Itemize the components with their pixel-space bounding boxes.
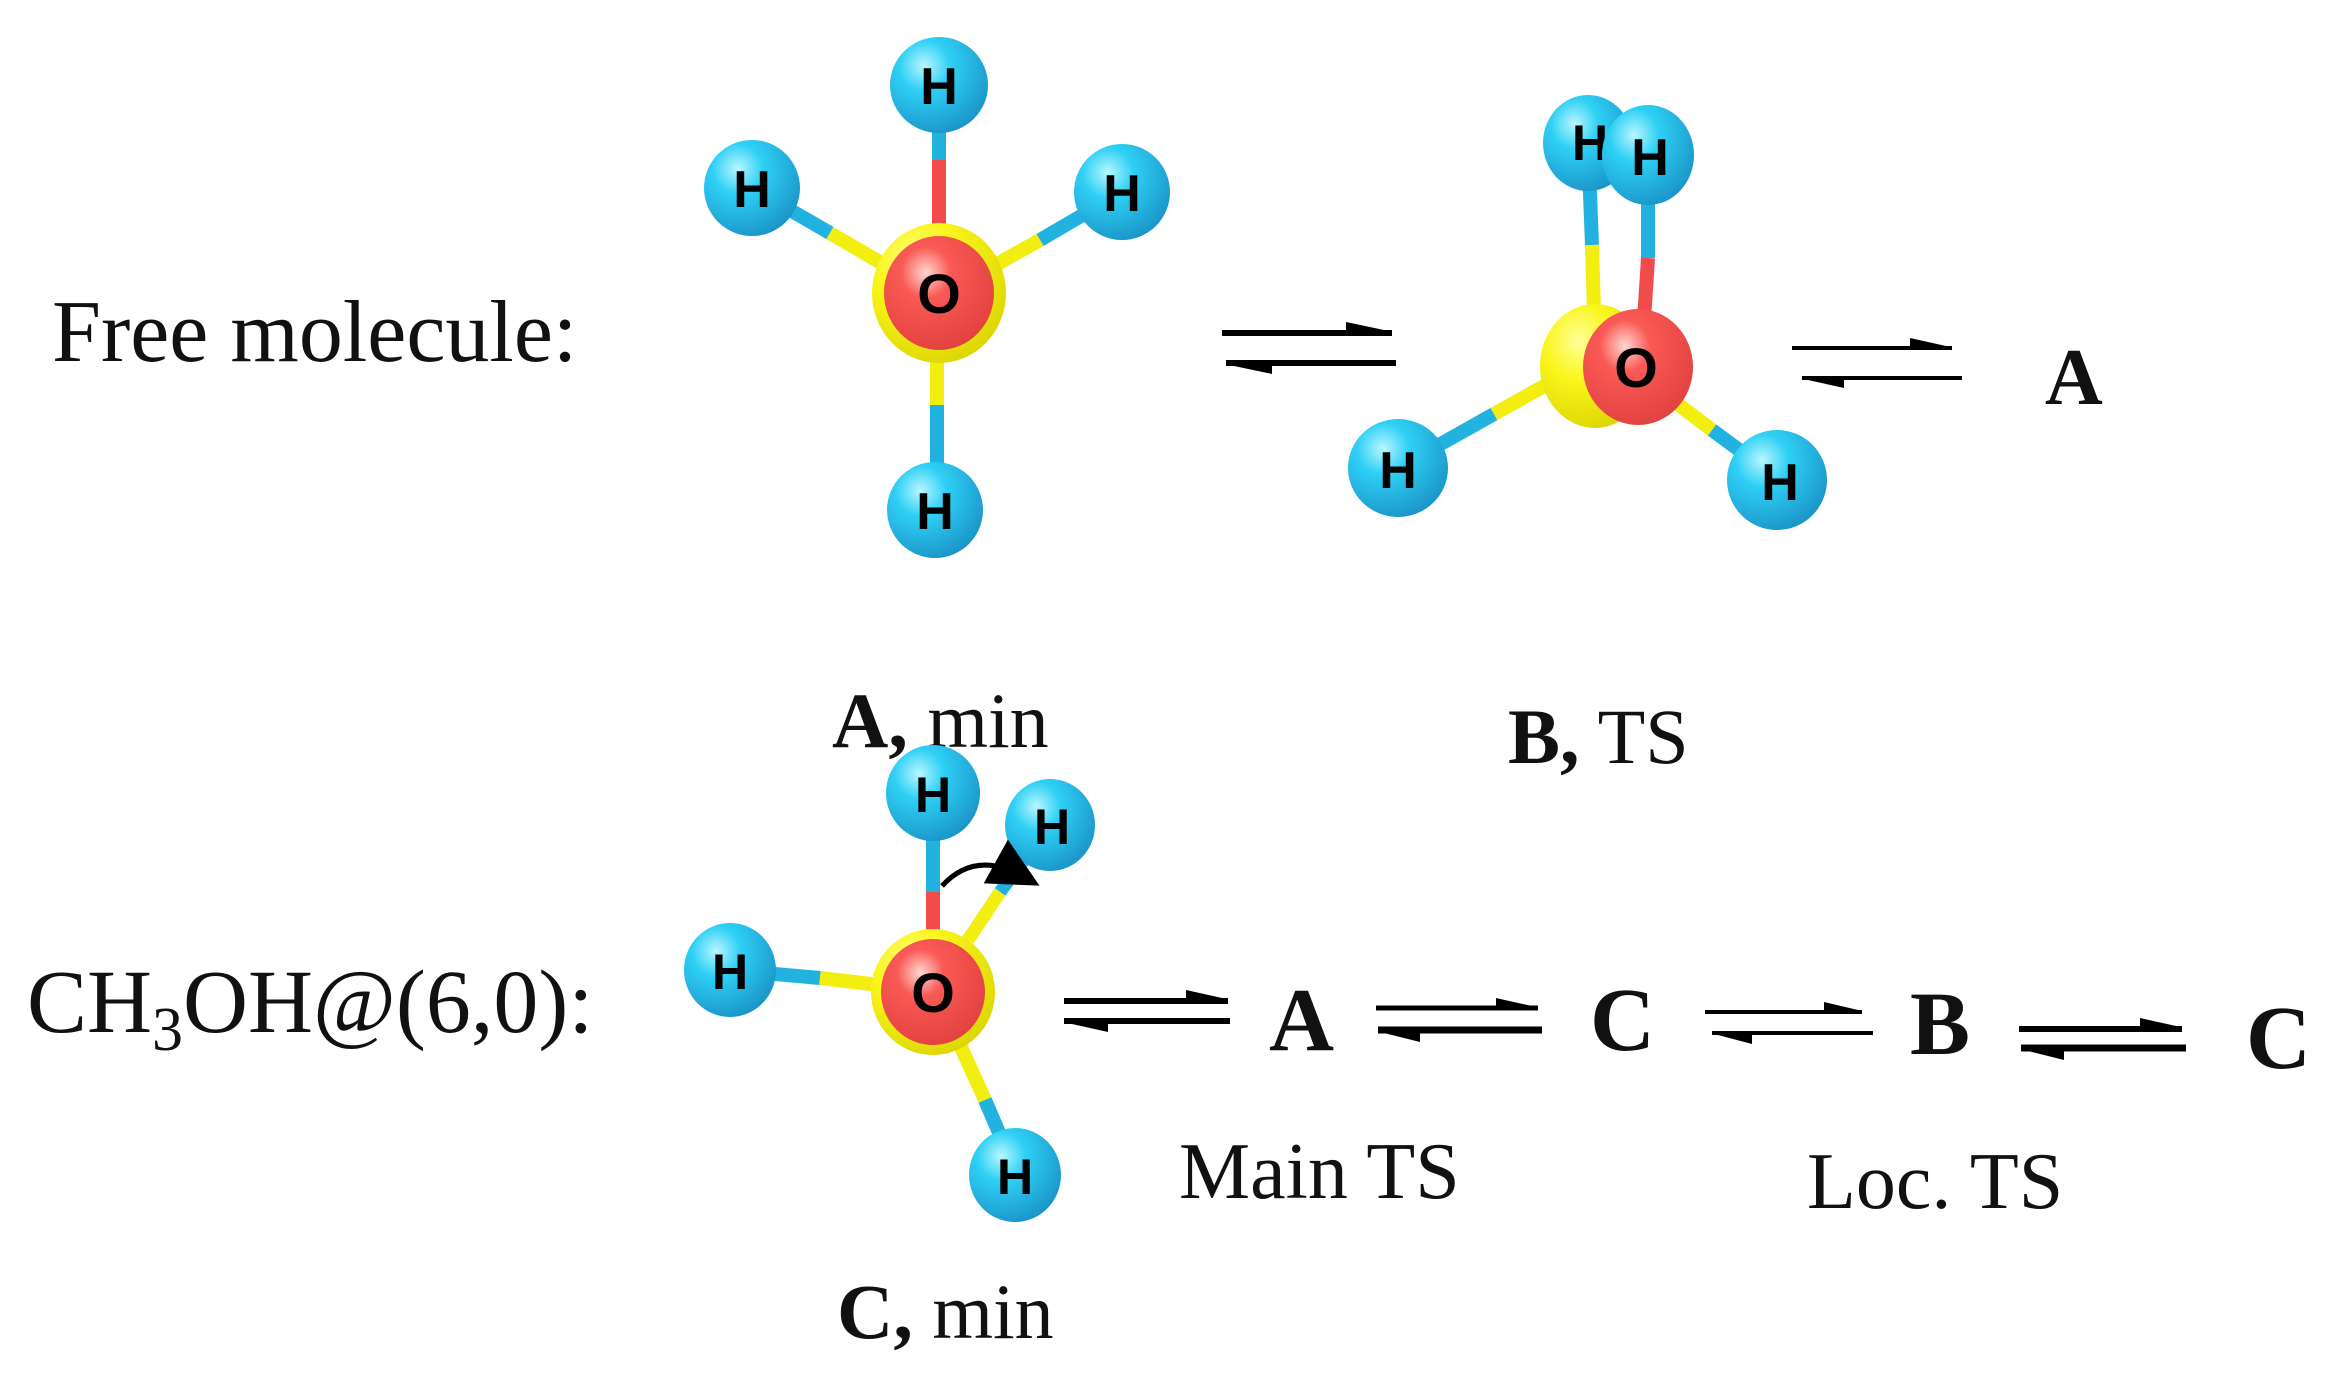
species-b-label: B — [1910, 975, 1970, 1074]
hydrogen-atom-label: H — [1631, 129, 1669, 187]
oxygen-atom-label: O — [1614, 336, 1658, 399]
row-label-free-molecule: Free molecule: — [52, 284, 577, 381]
row-label-ch3oh-nanotube: CH3OH@(6,0): — [27, 953, 593, 1064]
caption-c-min: C, min — [837, 1268, 1054, 1355]
oxygen-atom-label: O — [911, 961, 955, 1024]
equilibrium-arrow-icon — [2019, 1018, 2186, 1060]
hydrogen-atom — [1727, 430, 1827, 530]
hydrogen-atom-label: H — [916, 483, 954, 541]
hydrogen-atom-label: H — [997, 1149, 1033, 1205]
hydrogen-atom-label: H — [920, 58, 958, 116]
caption-b-ts: B, TS — [1508, 693, 1689, 780]
species-c-label: C — [2246, 989, 2311, 1088]
caption-a-letter: A, — [832, 677, 908, 764]
hydrogen-atom — [1074, 144, 1170, 240]
species-a-label: A — [1269, 971, 1334, 1070]
curved-rotation-arrow-icon — [940, 839, 1040, 888]
oxygen-atom-label: O — [917, 262, 961, 325]
hydrogen-atom-label: H — [733, 161, 771, 219]
molecule-b: O H H H H — [1348, 95, 1827, 530]
hydrogen-atom — [886, 745, 980, 841]
loc-ts-annotation: Loc. TS — [1807, 1138, 2063, 1226]
caption-b-letter: B, — [1508, 693, 1580, 780]
caption-c-text: min — [913, 1268, 1054, 1355]
hydrogen-atom-label: H — [1103, 165, 1141, 223]
hydrogen-atom-label: H — [915, 767, 951, 823]
equilibrium-arrow-icon — [1064, 990, 1230, 1032]
hydrogen-atom-label: H — [1761, 454, 1799, 512]
formula-subscript: 3 — [152, 996, 183, 1064]
formula-prefix: CH — [27, 953, 152, 1052]
hydrogen-atom — [887, 462, 983, 558]
hydrogen-atom-label: H — [1034, 799, 1070, 855]
species-a-label: A — [2045, 334, 2103, 422]
hydrogen-atom — [969, 1128, 1061, 1222]
hydrogen-atom — [890, 37, 988, 133]
formula-suffix: OH@(6,0): — [183, 953, 593, 1052]
hydrogen-atom — [1348, 419, 1448, 517]
molecule-c: O H H H H — [684, 745, 1095, 1222]
equilibrium-arrow-icon — [1705, 1002, 1873, 1044]
hydrogen-atom-label: H — [712, 944, 748, 1000]
oxygen-atom — [884, 236, 994, 350]
hydrogen-atom-label: H — [1379, 442, 1417, 500]
hydrogen-atom — [684, 923, 776, 1017]
hydrogen-atom-label: H — [1572, 115, 1608, 171]
hydrogen-atom — [1602, 105, 1694, 205]
species-c-label: C — [1590, 971, 1655, 1070]
hydrogen-atom — [704, 140, 800, 236]
main-ts-annotation: Main TS — [1179, 1128, 1460, 1216]
equilibrium-arrow-icon — [1792, 338, 1962, 388]
caption-c-letter: C, — [837, 1268, 913, 1355]
oxygen-atom — [1583, 309, 1693, 425]
caption-b-text: TS — [1580, 693, 1689, 780]
equilibrium-arrow-icon — [1222, 322, 1396, 374]
oxygen-atom — [881, 939, 985, 1045]
molecule-a: O H H H H — [704, 37, 1170, 558]
equilibrium-arrow-icon — [1376, 998, 1542, 1042]
